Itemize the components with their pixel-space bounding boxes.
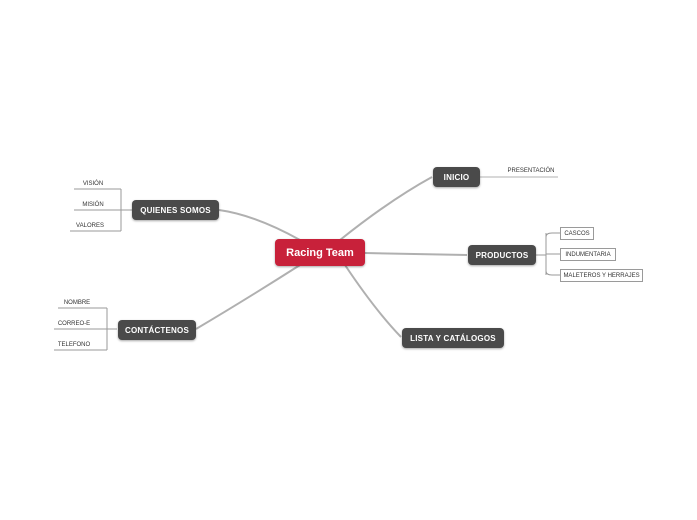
branch-productos[interactable]: PRODUCTOS: [468, 245, 536, 265]
connector-productos-maleteros: [545, 270, 560, 276]
leaf-nombre[interactable]: NOMBRE: [63, 300, 91, 306]
leaf-vision[interactable]: VISIÓN: [82, 181, 104, 187]
connector-root-lista: [344, 264, 402, 338]
leaf-valores[interactable]: VALORES: [76, 223, 104, 229]
root-node[interactable]: Racing Team: [275, 239, 365, 266]
leaf-correo-e[interactable]: CORREO-E: [57, 321, 91, 327]
branch-lista-y-catalogos[interactable]: LISTA Y CATÁLOGOS: [402, 328, 504, 348]
leaf-cascos[interactable]: CASCOS: [560, 227, 594, 240]
connector-root-productos: [364, 252, 468, 256]
leaf-mision[interactable]: MISIÓN: [82, 202, 104, 208]
branch-quienes-somos[interactable]: QUIENES SOMOS: [132, 200, 219, 220]
branch-contactenos[interactable]: CONTÁCTENOS: [118, 320, 196, 340]
leaf-indumentaria[interactable]: INDUMENTARIA: [560, 248, 616, 261]
branch-inicio[interactable]: INICIO: [433, 167, 480, 187]
connector-root-contactenos: [195, 264, 301, 330]
leaf-maleteros-y-herrajes[interactable]: MALETEROS Y HERRAJES: [560, 269, 643, 282]
leaf-telefono[interactable]: TELEFONO: [57, 342, 91, 348]
connector-productos-cascos: [545, 232, 560, 238]
leaf-presentacion[interactable]: PRESENTACIÓN: [507, 168, 555, 174]
connector-root-quienes: [218, 209, 301, 241]
connector-root-inicio: [339, 176, 433, 241]
